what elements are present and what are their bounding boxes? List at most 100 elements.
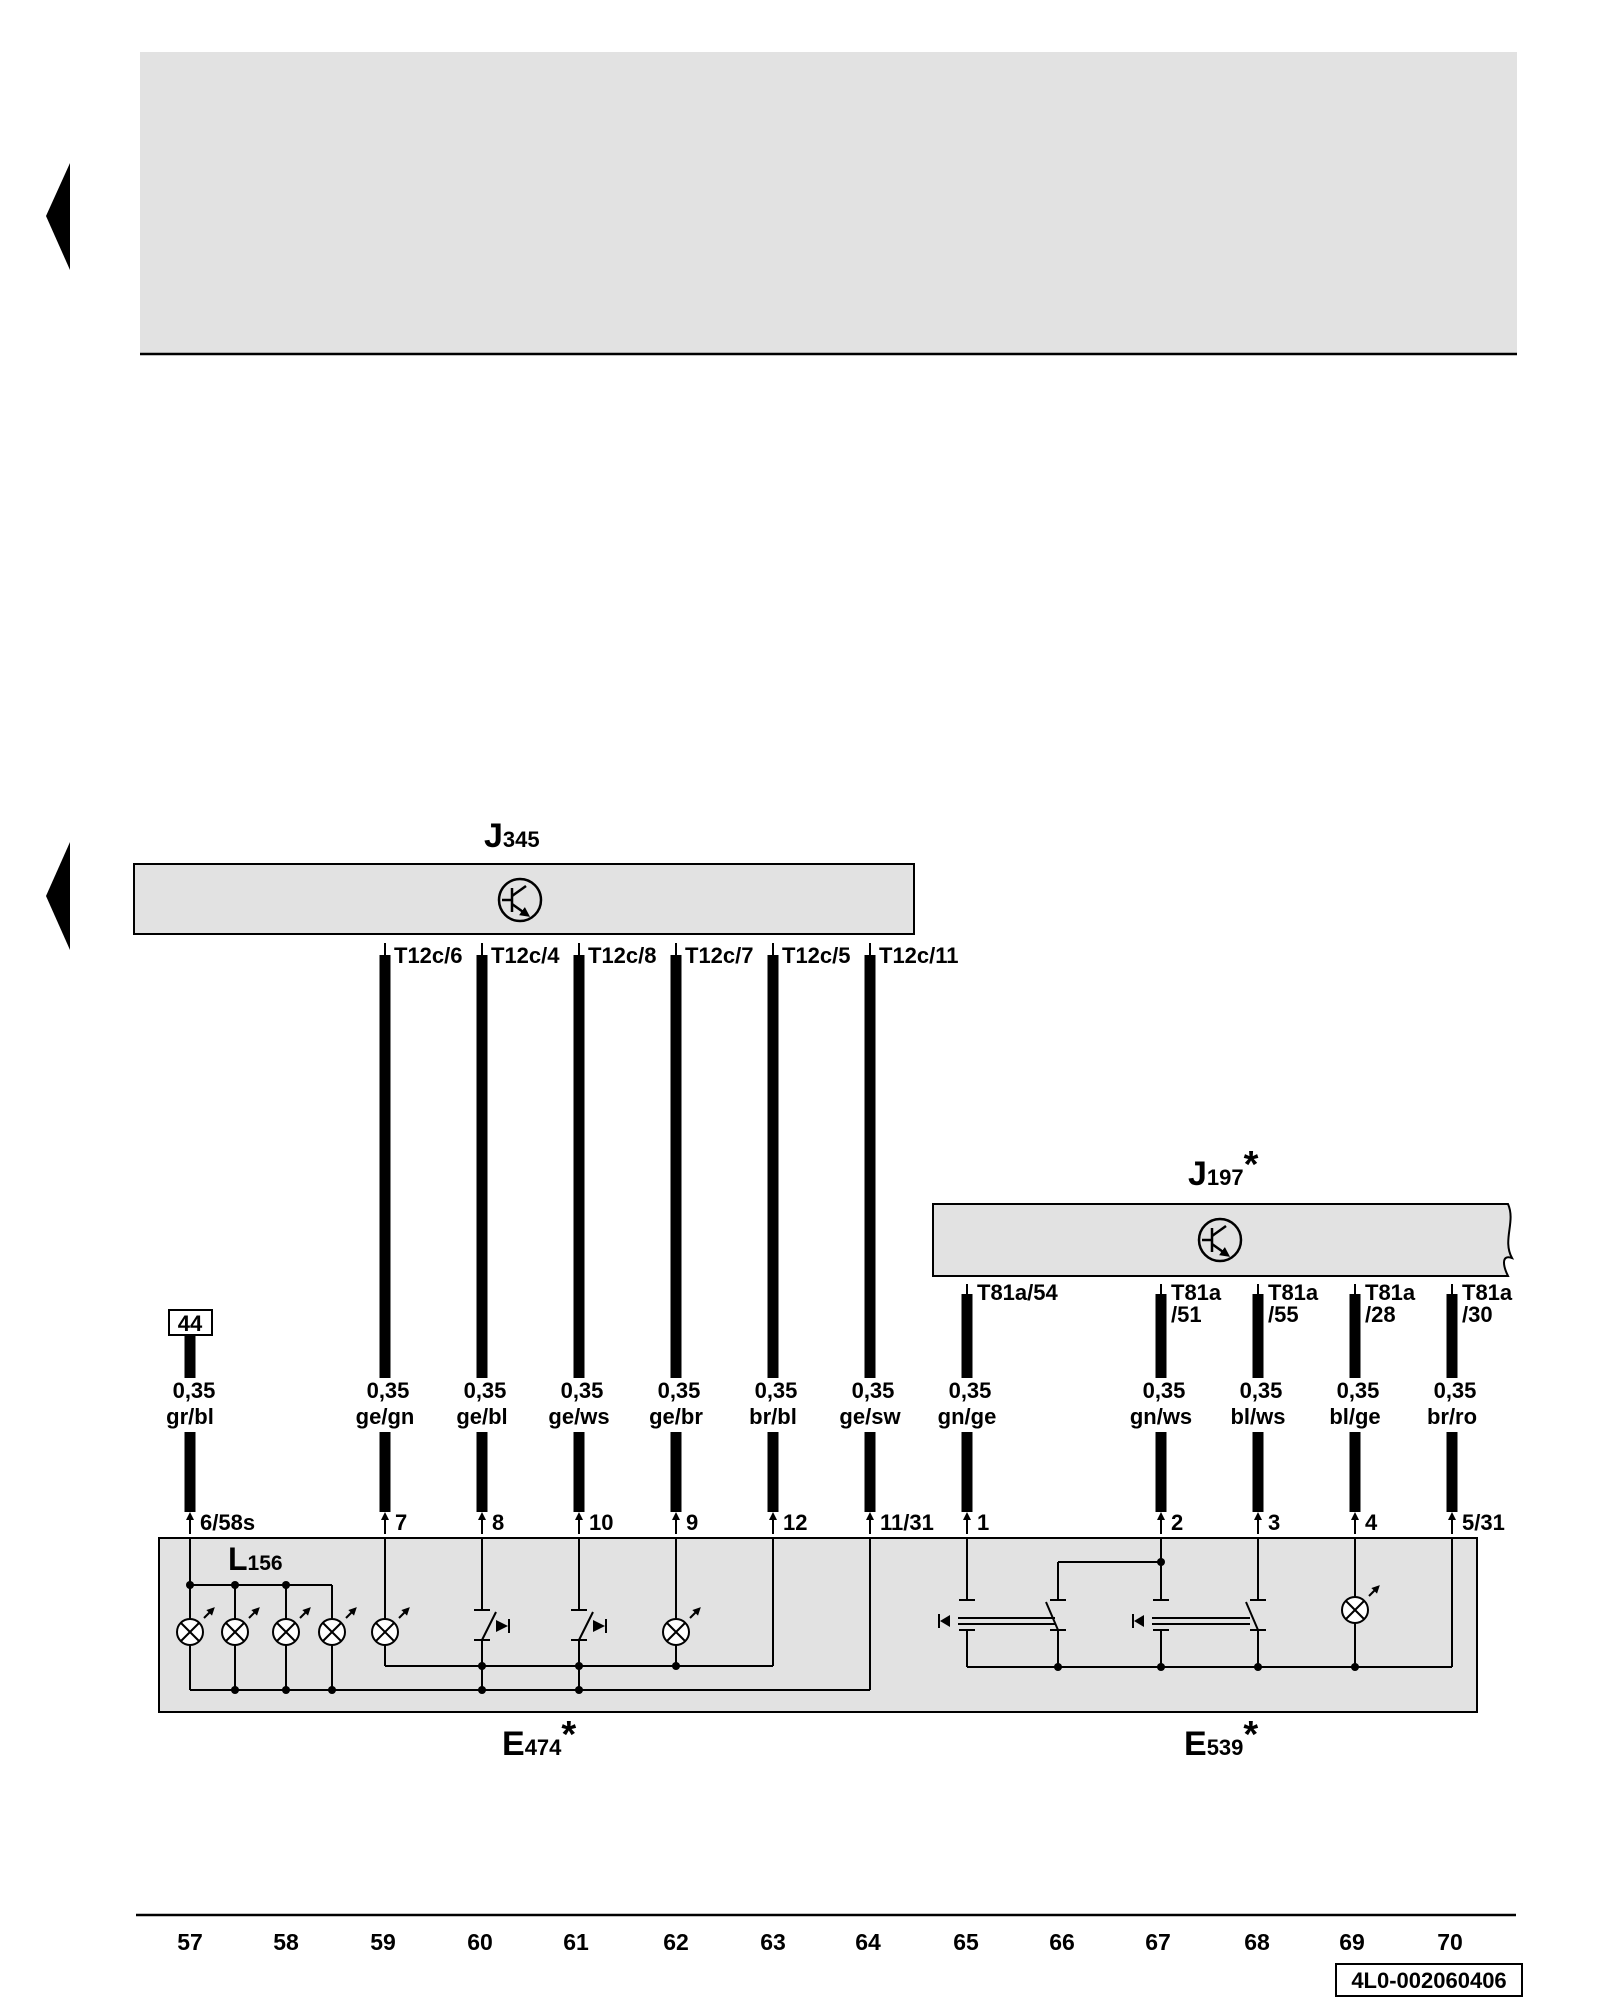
header-panel [140, 52, 1517, 354]
svg-text:/55: /55 [1268, 1302, 1299, 1327]
e-pin-1: 6/58s [186, 1510, 255, 1535]
svg-text:T81a: T81a [1462, 1280, 1513, 1305]
e474-circuit [189, 1538, 871, 1691]
svg-text:gn/ws: gn/ws [1130, 1404, 1192, 1429]
lamp-icon [662, 1607, 701, 1646]
e-pin-10: 3 [1254, 1510, 1280, 1535]
e474-label: E474* [502, 1714, 576, 1763]
svg-text:2: 2 [1171, 1510, 1183, 1535]
j345-pin-4: T12c/7 [672, 943, 754, 968]
svg-text:4: 4 [1365, 1510, 1378, 1535]
track-number: 62 [663, 1929, 689, 1955]
svg-text:0,35: 0,35 [949, 1378, 992, 1403]
track-number: 67 [1145, 1929, 1171, 1955]
j197-pin-5: T81a/30 [1448, 1280, 1513, 1327]
e-pin-5: 9 [672, 1510, 698, 1535]
wires-lower [184, 1432, 1458, 1512]
e-pin-2: 7 [381, 1510, 407, 1535]
e-pin-8: 1 [963, 1510, 989, 1535]
svg-text:0,35: 0,35 [1240, 1378, 1283, 1403]
ref-box-44[interactable]: 44 [168, 1309, 213, 1336]
j345-pin-5: T12c/5 [769, 943, 851, 968]
j197-pin-3: T81a/55 [1254, 1280, 1319, 1327]
diode-icon [1132, 1614, 1144, 1628]
track-number: 60 [467, 1929, 493, 1955]
j197-box [932, 1203, 1515, 1277]
l156-label: L156 [228, 1541, 283, 1577]
nav-arrow-top-icon[interactable] [46, 163, 70, 270]
svg-text:9: 9 [686, 1510, 698, 1535]
lamp-icon [371, 1607, 410, 1646]
svg-text:ge/sw: ge/sw [839, 1404, 901, 1429]
switch-housing [158, 1537, 1478, 1713]
svg-text:bl/ge: bl/ge [1329, 1404, 1380, 1429]
e539-label: E539* [1184, 1714, 1258, 1763]
e-pin-12: 5/31 [1448, 1510, 1505, 1535]
svg-text:/28: /28 [1365, 1302, 1396, 1327]
j345-box [133, 863, 915, 935]
j197-transistor-icon [1197, 1217, 1243, 1263]
svg-text:8: 8 [492, 1510, 504, 1535]
lamp-icon [1341, 1585, 1380, 1624]
svg-text:ge/ws: ge/ws [548, 1404, 609, 1429]
track-number: 63 [760, 1929, 786, 1955]
j345-pin-1: T12c/6 [381, 943, 463, 968]
svg-text:0,35: 0,35 [658, 1378, 701, 1403]
j197-pin-labels: T81a/54 T81a/51 T81a/55 T81a/28 T81a/30 [963, 1280, 1513, 1327]
track-number: 57 [177, 1929, 203, 1955]
document-id: 4L0-002060406 [1335, 1963, 1523, 1997]
svg-text:ge/bl: ge/bl [456, 1404, 507, 1429]
j345-control-unit: J345 [133, 817, 915, 935]
lamp-icon [221, 1607, 260, 1646]
wires-upper [184, 955, 1458, 1378]
j197-label: J197* [1188, 1144, 1259, 1193]
svg-text:T81a: T81a [1171, 1280, 1222, 1305]
svg-text:ge/br: ge/br [649, 1404, 703, 1429]
svg-text:T12c/11: T12c/11 [879, 943, 959, 968]
diode-icon [496, 1619, 510, 1633]
j345-pin-2: T12c/4 [478, 943, 560, 968]
lamp-icon [176, 1607, 215, 1646]
j197-control-unit: J197* [932, 1144, 1515, 1277]
svg-text:T12c/4: T12c/4 [491, 943, 560, 968]
j197-pin-1: T81a/54 [963, 1280, 1058, 1306]
e-pin-3: 8 [478, 1510, 504, 1535]
nav-arrow-mid-icon[interactable] [46, 842, 70, 950]
svg-text:gn/ge: gn/ge [938, 1404, 997, 1429]
track-number: 68 [1244, 1929, 1270, 1955]
e-pin-labels: 6/58s 7 8 10 9 12 11/31 1 2 3 4 5/31 [186, 1510, 1505, 1535]
svg-text:gr/bl: gr/bl [166, 1404, 214, 1429]
j197-pin-2: T81a/51 [1157, 1280, 1222, 1327]
e-pin-6: 12 [769, 1510, 807, 1535]
svg-text:7: 7 [395, 1510, 407, 1535]
svg-text:/30: /30 [1462, 1302, 1493, 1327]
track-number: 69 [1339, 1929, 1365, 1955]
svg-text:6/58s: 6/58s [200, 1510, 255, 1535]
e539-circuit [958, 1538, 1453, 1668]
svg-text:0,35: 0,35 [755, 1378, 798, 1403]
track-number: 59 [370, 1929, 396, 1955]
track-numbers: 57 58 59 60 61 62 63 64 65 66 67 68 69 7… [177, 1929, 1463, 1955]
e474-lamps [176, 1607, 701, 1646]
svg-text:1: 1 [977, 1510, 989, 1535]
j345-pin-6: T12c/11 [866, 943, 959, 968]
svg-text:0,35: 0,35 [1337, 1378, 1380, 1403]
j345-pin-labels: T12c/6 T12c/4 T12c/8 T12c/7 T12c/5 T12c/… [381, 943, 959, 968]
j345-pin-3: T12c/8 [575, 943, 657, 968]
svg-text:0,35: 0,35 [173, 1378, 216, 1403]
svg-text:0,35: 0,35 [561, 1378, 604, 1403]
track-number: 58 [273, 1929, 299, 1955]
track-number: 61 [563, 1929, 589, 1955]
j345-transistor-icon [497, 877, 543, 923]
svg-text:0,35: 0,35 [1143, 1378, 1186, 1403]
track-number: 66 [1049, 1929, 1075, 1955]
